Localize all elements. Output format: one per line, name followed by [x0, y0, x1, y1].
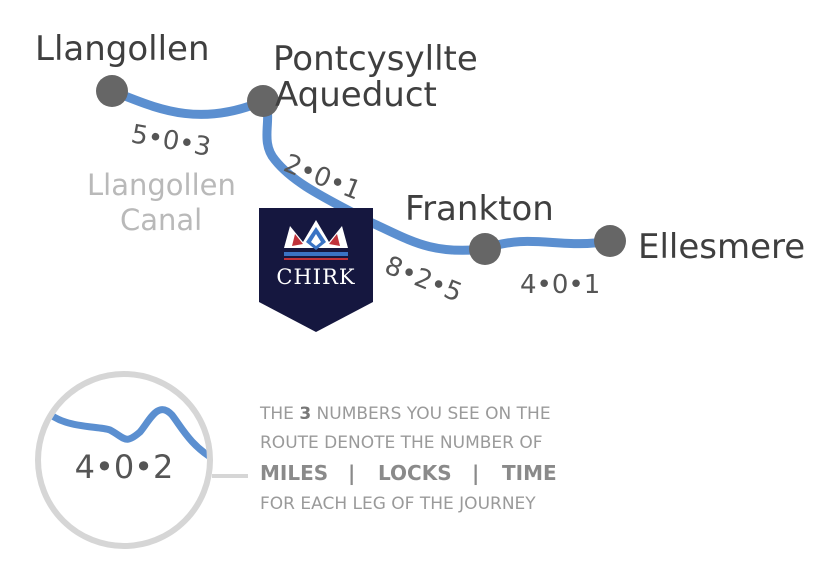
place-pontcysyllte-line1: Pontcysyllte — [273, 39, 478, 79]
leg-chirk-frankton: 8•2•5 — [380, 251, 466, 309]
legend-miles: MILES — [260, 461, 328, 485]
stop-llangollen — [96, 75, 128, 107]
stop-pontcysyllte — [247, 85, 279, 117]
canal-route-line — [107, 86, 615, 255]
legend-line1: THE 3 NUMBERS YOU SEE ON THE — [259, 404, 551, 424]
leg-frankton-ellesmere: 4•0•1 — [520, 270, 600, 300]
legend-time: TIME — [502, 461, 557, 485]
place-pontcysyllte-line2: Aqueduct — [275, 75, 437, 115]
legend-line2: ROUTE DENOTE THE NUMBER OF — [260, 433, 543, 453]
legend: 4•0•2 THE 3 NUMBERS YOU SEE ON THE ROUTE… — [35, 371, 557, 549]
stop-frankton — [469, 233, 501, 265]
stop-ellesmere — [594, 225, 626, 257]
legend-separator-1: | — [348, 461, 355, 485]
chirk-label: CHIRK — [276, 265, 355, 289]
crown-icon — [284, 220, 348, 260]
place-ellesmere: Ellesmere — [638, 227, 805, 267]
canal-name-line1: Llangollen — [87, 168, 236, 202]
chirk-badge: CHIRK — [259, 208, 373, 332]
legend-example-numbers: 4•0•2 — [75, 448, 174, 486]
legend-magnifier-circle — [35, 371, 213, 549]
place-frankton: Frankton — [405, 189, 554, 229]
legend-line4: FOR EACH LEG OF THE JOURNEY — [260, 494, 536, 514]
legend-route-sample — [41, 401, 207, 464]
legend-locks: LOCKS — [378, 461, 452, 485]
place-llangollen: Llangollen — [35, 29, 210, 69]
leg-llangollen-pontcysyllte: 5•0•3 — [129, 119, 213, 162]
legend-separator-2: | — [472, 461, 479, 485]
canal-name-line2: Canal — [120, 203, 202, 237]
